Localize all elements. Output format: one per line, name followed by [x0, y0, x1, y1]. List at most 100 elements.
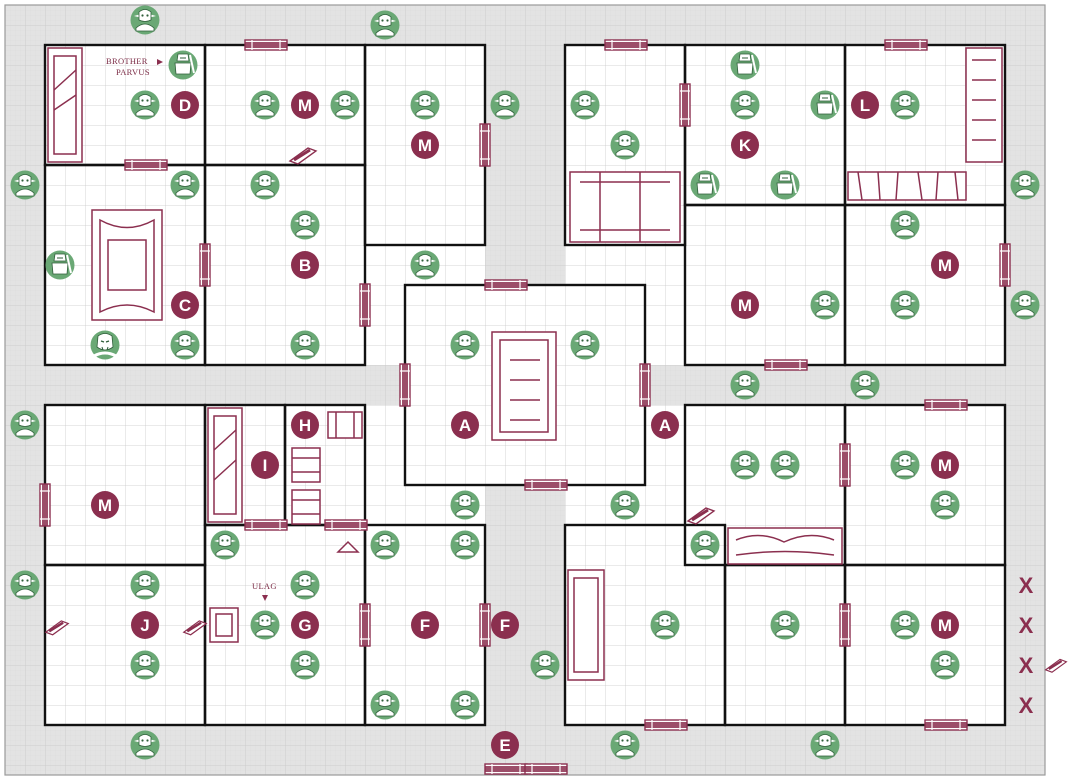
- goblin-icon: [250, 610, 280, 640]
- goblin-icon: [730, 370, 760, 400]
- goblin-icon: [1010, 290, 1040, 320]
- svg-text:H: H: [299, 416, 311, 435]
- door: [324, 519, 368, 531]
- x-marker: X: [1019, 653, 1034, 678]
- door: [484, 763, 528, 775]
- goblin-icon: [370, 10, 400, 40]
- goblin-icon: [290, 650, 320, 680]
- door: [244, 39, 288, 51]
- svg-text:G: G: [298, 616, 311, 635]
- goblin-icon: [890, 90, 920, 120]
- svg-text:M: M: [98, 496, 112, 515]
- goblin-icon: [170, 170, 200, 200]
- door: [124, 159, 168, 171]
- goblin-icon: [890, 450, 920, 480]
- room-marker-j: J: [131, 611, 159, 639]
- goblin-icon: [130, 5, 160, 35]
- alchemist-bench: [569, 171, 681, 243]
- room-marker-c: C: [171, 291, 199, 319]
- svg-text:J: J: [140, 616, 149, 635]
- svg-text:M: M: [298, 96, 312, 115]
- svg-text:D: D: [179, 96, 191, 115]
- room-marker-a: A: [651, 411, 679, 439]
- goblin-icon: [450, 330, 480, 360]
- goblin-icon: [370, 690, 400, 720]
- door: [644, 719, 688, 731]
- room-marker-m: M: [931, 611, 959, 639]
- room-marker-g: G: [291, 611, 319, 639]
- stairway-icon: [336, 540, 360, 553]
- goblin-icon: [530, 650, 560, 680]
- room-marker-m: M: [931, 451, 959, 479]
- goblin-icon: [650, 610, 680, 640]
- room-marker-a: A: [451, 411, 479, 439]
- throne-tomb: [491, 331, 557, 441]
- door: [524, 763, 568, 775]
- room-marker-m: M: [731, 291, 759, 319]
- long-table: [567, 569, 605, 681]
- room-marker-f: F: [491, 611, 519, 639]
- room-marker-m: M: [91, 491, 119, 519]
- weapons-rack: [847, 171, 967, 201]
- door: [399, 363, 411, 407]
- chaos-warrior-icon: [690, 170, 720, 200]
- goblin-icon: [930, 650, 960, 680]
- goblin-icon: [930, 490, 960, 520]
- room-marker-h: H: [291, 411, 319, 439]
- svg-text:L: L: [860, 96, 870, 115]
- fireplace: [727, 527, 843, 565]
- svg-text:A: A: [659, 416, 671, 435]
- brother-parvus-label-line1: BROTHER: [106, 56, 148, 66]
- goblin-icon: [450, 490, 480, 520]
- goblin-icon: [890, 610, 920, 640]
- goblin-icon: [610, 490, 640, 520]
- svg-text:F: F: [420, 616, 430, 635]
- fimir-icon: [45, 250, 75, 280]
- goblin-icon: [810, 290, 840, 320]
- sorcerers-table: [91, 209, 163, 321]
- goblin-icon: [570, 90, 600, 120]
- door: [479, 123, 491, 167]
- door: [999, 243, 1011, 287]
- brother-parvus-label-line2: PARVUS: [116, 67, 150, 77]
- door: [359, 283, 371, 327]
- door: [839, 603, 851, 647]
- goblin-icon: [130, 730, 160, 760]
- x-marker: X: [1019, 693, 1034, 718]
- svg-text:F: F: [500, 616, 510, 635]
- goblin-icon: [290, 330, 320, 360]
- goblin-icon: [570, 330, 600, 360]
- goblin-icon: [130, 650, 160, 680]
- orc-icon: [90, 330, 120, 360]
- goblin-icon: [250, 170, 280, 200]
- door: [924, 399, 968, 411]
- room-marker-m: M: [291, 91, 319, 119]
- goblin-icon: [770, 450, 800, 480]
- door: [359, 603, 371, 647]
- goblin-icon: [450, 690, 480, 720]
- goblin-icon: [610, 730, 640, 760]
- x-marker: X: [1019, 613, 1034, 638]
- goblin-icon: [690, 530, 720, 560]
- svg-text:K: K: [739, 136, 752, 155]
- secret-door: [1046, 659, 1067, 672]
- room-marker-l: L: [851, 91, 879, 119]
- goblin-icon: [810, 730, 840, 760]
- goblin-icon: [730, 90, 760, 120]
- svg-text:M: M: [938, 456, 952, 475]
- door: [764, 359, 808, 371]
- door: [679, 83, 691, 127]
- svg-text:M: M: [738, 296, 752, 315]
- chaos-warrior-icon: [730, 50, 760, 80]
- door: [484, 279, 528, 291]
- cupboard-lower: [291, 489, 321, 525]
- svg-text:E: E: [499, 736, 510, 755]
- chaos-warrior-icon: [168, 50, 198, 80]
- tomb-furniture: [47, 47, 83, 163]
- x-markers: X X X X: [1019, 573, 1034, 718]
- goblin-icon: [250, 90, 280, 120]
- goblin-icon: [410, 250, 440, 280]
- door: [604, 39, 648, 51]
- goblin-icon: [370, 530, 400, 560]
